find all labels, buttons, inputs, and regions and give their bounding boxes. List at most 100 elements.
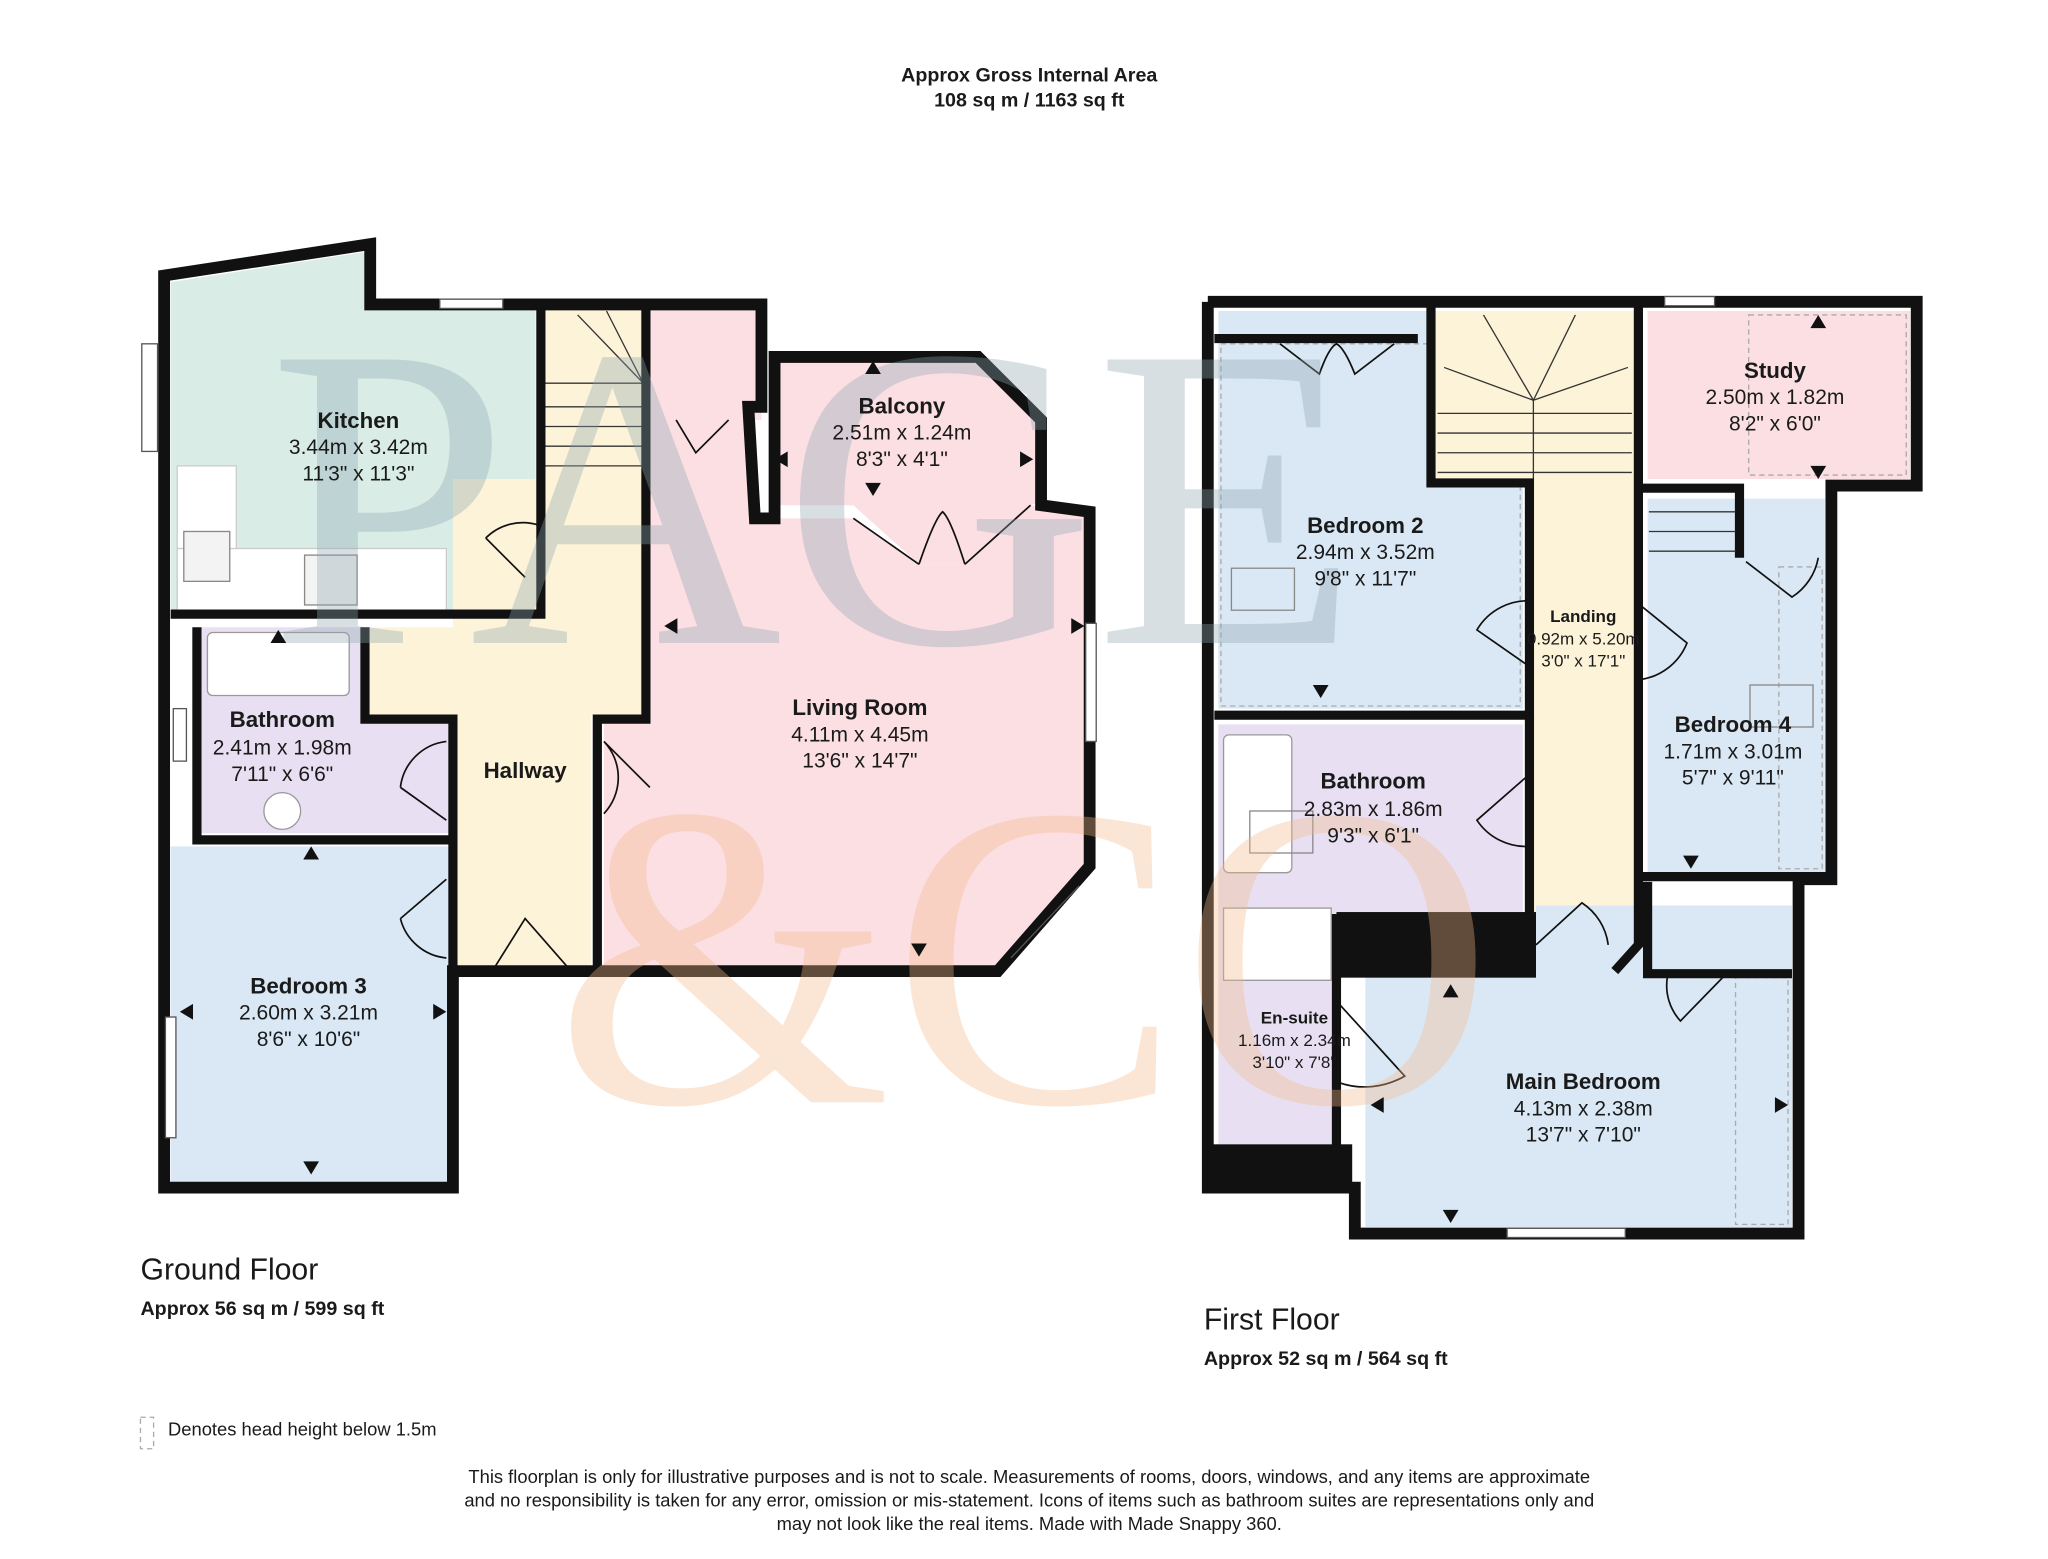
landing-area (1533, 478, 1635, 945)
basin-icon (263, 791, 302, 831)
room-dimensions-imperial: 3'10" x 7'8" (1252, 1053, 1336, 1072)
room-dimensions-imperial: 11'3" x 11'3" (302, 462, 414, 485)
window (439, 298, 504, 310)
window (164, 1016, 177, 1139)
low-head-height-area (1734, 976, 1789, 1226)
room-dimensions-metric: 4.11m x 4.45m (791, 723, 928, 746)
room-dimensions-metric: 2.51m x 1.24m (832, 422, 971, 445)
window (141, 343, 159, 453)
door (1637, 602, 1689, 681)
bath-icon (1222, 734, 1293, 874)
disclaimer-line: This floorplan is only for illustrative … (468, 1466, 1590, 1487)
skylight-icon (1749, 684, 1814, 728)
skylight-icon (1249, 810, 1314, 854)
room-dimensions-metric: 0.92m x 5.20m (1527, 629, 1640, 648)
room-label-landing: Landing 0.92m x 5.20m 3'0" x 17'1" (1527, 607, 1640, 671)
room-dimensions-imperial: 9'8" x 11'7" (1314, 567, 1416, 590)
room-label-living-room: Living Room 4.11m x 4.45m 13'6" x 14'7" (791, 695, 928, 772)
room-dimensions-imperial: 8'6" x 10'6" (257, 1028, 361, 1051)
window (1506, 1227, 1626, 1239)
door (603, 740, 651, 815)
door (1475, 773, 1530, 848)
door (675, 419, 730, 455)
first-floor-area: Approx 52 sq m / 564 sq ft (1204, 1348, 1448, 1370)
ground-floor-plan (141, 237, 1097, 1194)
stairs-area (1434, 311, 1635, 479)
window (1664, 295, 1716, 307)
window (1085, 622, 1097, 743)
room-dimensions-metric: 1.71m x 3.01m (1663, 741, 1802, 764)
sink-icon (183, 530, 231, 583)
room-name: Landing (1550, 607, 1616, 626)
room-name: Bedroom 2 (1307, 513, 1423, 538)
hob-icon (303, 554, 358, 606)
door (399, 740, 447, 821)
room-label-bathroom: Bathroom 2.41m x 1.98m 7'11" x 6'6" (213, 707, 352, 786)
room-dimensions-imperial: 8'3" x 4'1" (856, 448, 948, 471)
balcony-area (771, 356, 1042, 565)
living-room-area (603, 419, 1090, 972)
room-label-bedroom3: Bedroom 3 2.60m x 3.21m 8'6" x 10'6" (239, 973, 378, 1050)
watermark-text: PAGE (268, 257, 1360, 737)
french-door (852, 504, 1032, 565)
header-area: 108 sq m / 1163 sq ft (934, 89, 1125, 111)
door (1745, 557, 1820, 599)
room-dimensions-metric: 2.41m x 1.98m (213, 737, 352, 760)
shower-icon (1222, 907, 1332, 981)
room-dimensions-imperial: 8'2" x 6'0" (1729, 412, 1821, 435)
room-dimensions-metric: 1.16m x 2.34m (1238, 1031, 1351, 1050)
disclaimer-line: and no responsibility is taken for any e… (464, 1490, 1594, 1511)
room-name: Study (1744, 358, 1807, 383)
french-door (1279, 342, 1395, 376)
stairs-icon (1437, 314, 1632, 479)
solid-wall-block (1207, 1144, 1353, 1192)
room-dimensions-metric: 4.13m x 2.38m (1514, 1097, 1653, 1120)
low-head-height-area (1220, 343, 1521, 707)
room-name: Living Room (792, 695, 927, 720)
room-label-main-bedroom: Main Bedroom 4.13m x 2.38m 13'7" x 7'10" (1506, 1069, 1661, 1146)
main-bedroom-area (1365, 971, 1792, 1227)
room-label-kitchen: Kitchen 3.44m x 3.42m 11'3" x 11'3" (289, 408, 428, 485)
door (491, 917, 572, 972)
door (1338, 1003, 1407, 1088)
low-head-height-area (1748, 314, 1907, 476)
interior-wall (1641, 483, 1745, 558)
room-name: Kitchen (318, 408, 400, 433)
door (485, 521, 539, 579)
interior-wall (1214, 304, 1535, 720)
watermark-logo: PAGE &CO (268, 257, 1493, 1196)
room-label-ensuite: En-suite 1.16m x 2.34m 3'10" x 7'8" (1238, 1009, 1351, 1073)
door (1475, 599, 1534, 670)
room-name: Bathroom (1321, 769, 1426, 794)
room-label-bathroom-first: Bathroom 2.83m x 1.86m 9'3" x 6'1" (1304, 769, 1443, 848)
main-bedroom-area (1536, 905, 1792, 978)
window (1010, 885, 1080, 959)
room-name: Bedroom 4 (1675, 712, 1792, 737)
first-floor-plan (1201, 295, 1923, 1240)
room-name: Bathroom (230, 707, 335, 732)
interior-wall (1611, 304, 1643, 975)
interior-wall (1331, 715, 1535, 1149)
room-name: En-suite (1261, 1009, 1328, 1028)
room-name-hallway: Hallway (484, 758, 568, 783)
room-name: Balcony (859, 393, 946, 418)
interior-wall (592, 308, 651, 972)
room-dimensions-imperial: 13'6" x 14'7" (802, 750, 917, 773)
interior-wall (360, 627, 458, 972)
first-floor-label: First Floor (1204, 1303, 1340, 1336)
stairs-area (540, 308, 644, 479)
interior-wall (1642, 881, 1792, 979)
room-dimensions-metric: 2.94m x 3.52m (1296, 541, 1435, 564)
study-area (1647, 311, 1911, 479)
stair-steps (1648, 511, 1736, 552)
door (1665, 973, 1727, 1023)
skylight-icon (1230, 567, 1296, 611)
room-label-bedroom2: Bedroom 2 2.94m x 3.52m 9'8" x 11'7" (1296, 513, 1435, 590)
room-dimensions-metric: 3.44m x 3.42m (289, 436, 428, 459)
bedroom3-area (170, 846, 453, 1185)
room-dimensions-imperial: 13'7" x 7'10" (1526, 1124, 1641, 1147)
dimension-arrows (179, 314, 1827, 1224)
room-dimensions-imperial: 9'3" x 6'1" (1327, 824, 1419, 847)
room-dimensions-metric: 2.83m x 1.86m (1304, 798, 1443, 821)
